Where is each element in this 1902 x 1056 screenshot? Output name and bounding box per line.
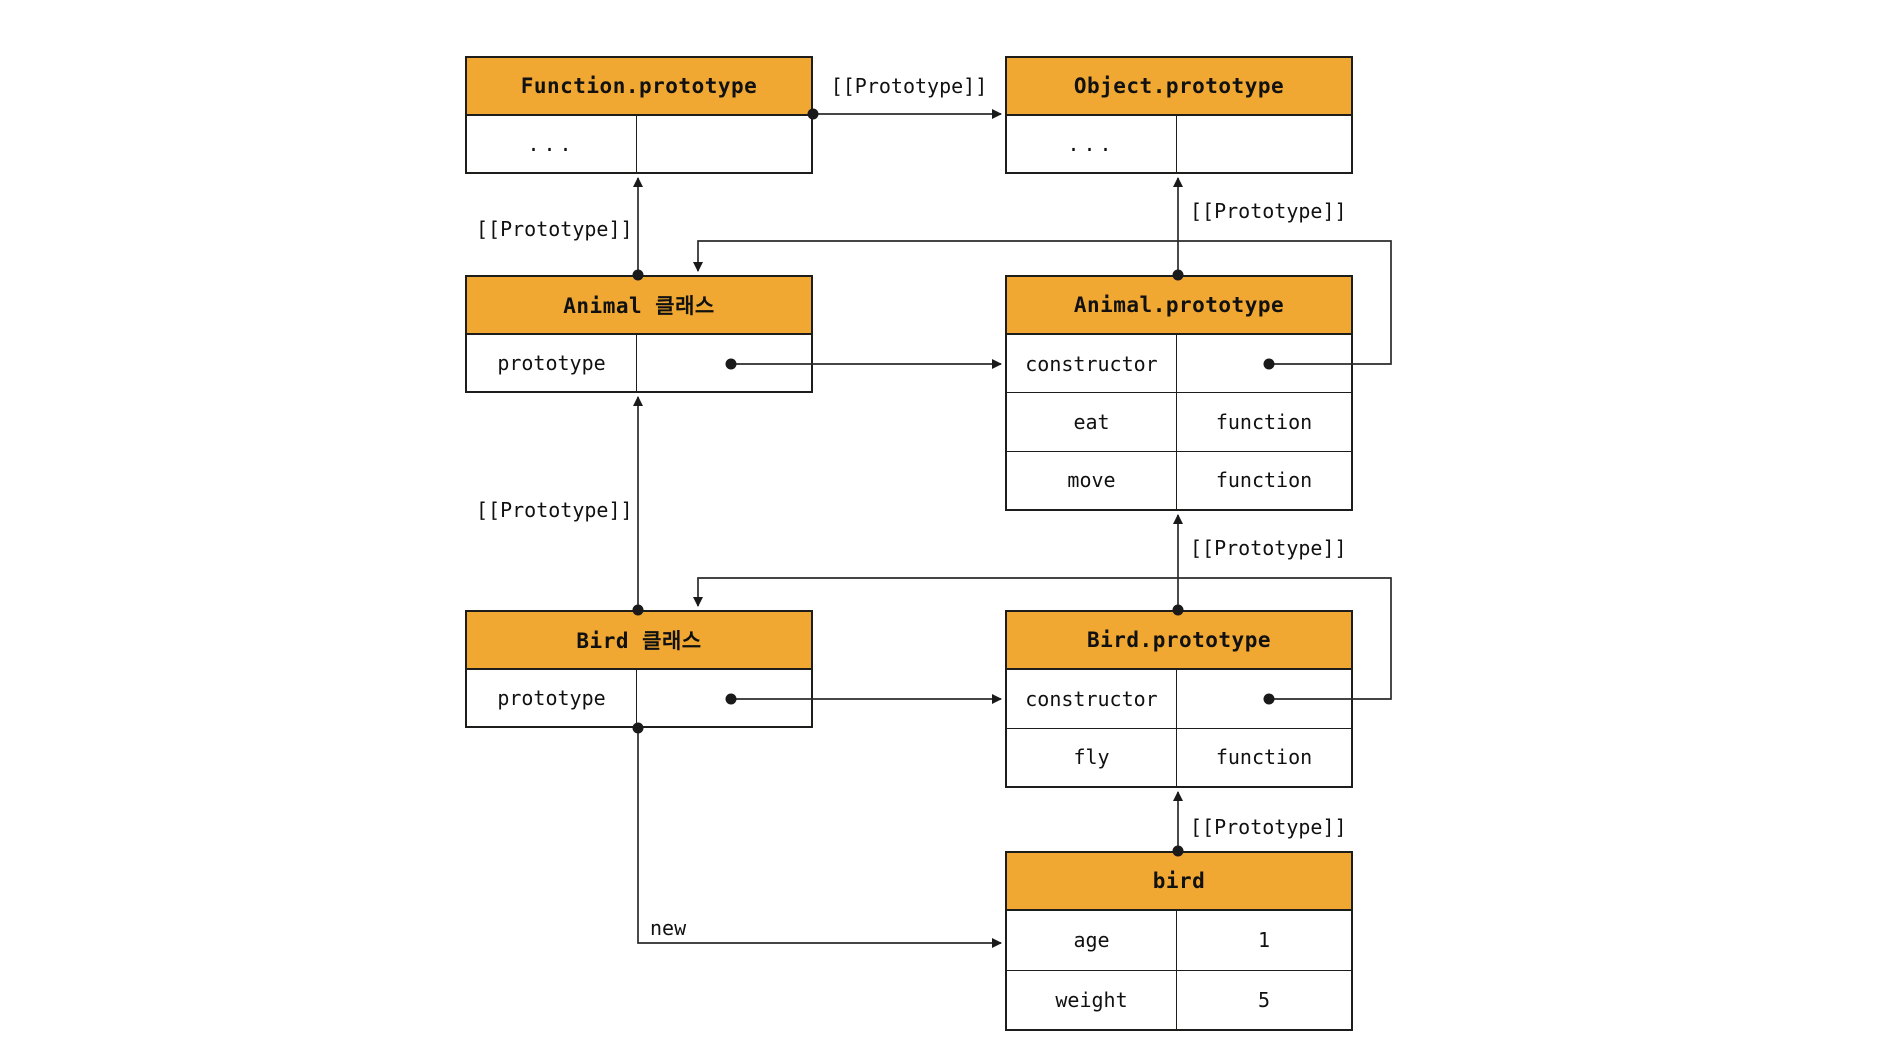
cell-key: move [1007,451,1177,509]
box-bird-class-title: Bird 클래스 [467,612,811,670]
box-bird-prototype-title: Bird.prototype [1007,612,1351,670]
table-row: move function [1007,451,1351,509]
cell-key: prototype [467,335,637,391]
cell-key: weight [1007,970,1177,1029]
connector-animal-class-to-function-prototype [632,177,644,281]
cell-key: constructor [1007,335,1177,393]
connector-bird-instance-to-bird-prototype [1172,791,1184,857]
box-object-prototype-title: Object.prototype [1007,58,1351,116]
cell-value [637,670,811,726]
table-row: fly function [1007,728,1351,786]
label-prototype-bird-instance-to-birdproto: [[Prototype]] [1190,815,1347,839]
label-new: new [650,916,687,940]
table-row: prototype [467,335,811,391]
connector-animal-prototype-to-object-prototype [1172,177,1184,281]
box-object-prototype: Object.prototype ... [1005,56,1353,174]
cell-value [1177,670,1351,728]
table-row: prototype [467,670,811,726]
cell-value [637,116,811,172]
table-row: eat function [1007,393,1351,452]
connector-bird-class-to-animal-class [632,396,644,616]
label-prototype-bird-to-animal: [[Prototype]] [476,498,633,522]
table-row: ... [467,116,811,172]
connector-bird-prototype-to-animal-prototype [1172,514,1184,616]
cell-value: 5 [1257,987,1271,1012]
box-bird-class: Bird 클래스 prototype [465,610,813,728]
table-row: weight 5 [1007,970,1351,1029]
cell-key: ... [467,116,637,172]
cell-value [1177,335,1351,392]
label-prototype-animal-to-function: [[Prototype]] [476,217,633,241]
table-row: constructor [1007,670,1351,729]
box-function-prototype-title: Function.prototype [467,58,811,116]
label-prototype-animalproto-to-object: [[Prototype]] [1190,199,1347,223]
cell-key: eat [1007,393,1177,451]
table-row: age 1 [1007,911,1351,971]
box-function-prototype: Function.prototype ... [465,56,813,174]
cell-value: function [1215,409,1313,434]
cell-value [637,335,811,391]
box-animal-prototype: Animal.prototype constructor eat functio… [1005,275,1353,511]
cell-key: constructor [1007,670,1177,728]
box-animal-class: Animal 클래스 prototype [465,275,813,393]
box-bird-instance: bird age 1 weight 5 [1005,851,1353,1031]
table-row: ... [1007,116,1351,172]
box-animal-prototype-title: Animal.prototype [1007,277,1351,335]
cell-value: 1 [1257,928,1271,953]
box-bird-prototype: Bird.prototype constructor fly function [1005,610,1353,788]
cell-value: function [1215,745,1313,770]
connector-new-bird-instance [632,722,1002,948]
cell-key: fly [1007,728,1177,786]
connector-function-to-object [807,108,1002,120]
table-row: constructor [1007,335,1351,394]
cell-key: prototype [467,670,637,726]
label-prototype-function-to-object: [[Prototype]] [830,74,988,98]
label-prototype-birdproto-to-animalproto: [[Prototype]] [1190,536,1347,560]
cell-key: age [1007,911,1177,970]
cell-value [1177,116,1351,172]
box-bird-instance-title: bird [1007,853,1351,911]
cell-key: ... [1007,116,1177,172]
box-animal-class-title: Animal 클래스 [467,277,811,335]
cell-value: function [1215,468,1313,493]
